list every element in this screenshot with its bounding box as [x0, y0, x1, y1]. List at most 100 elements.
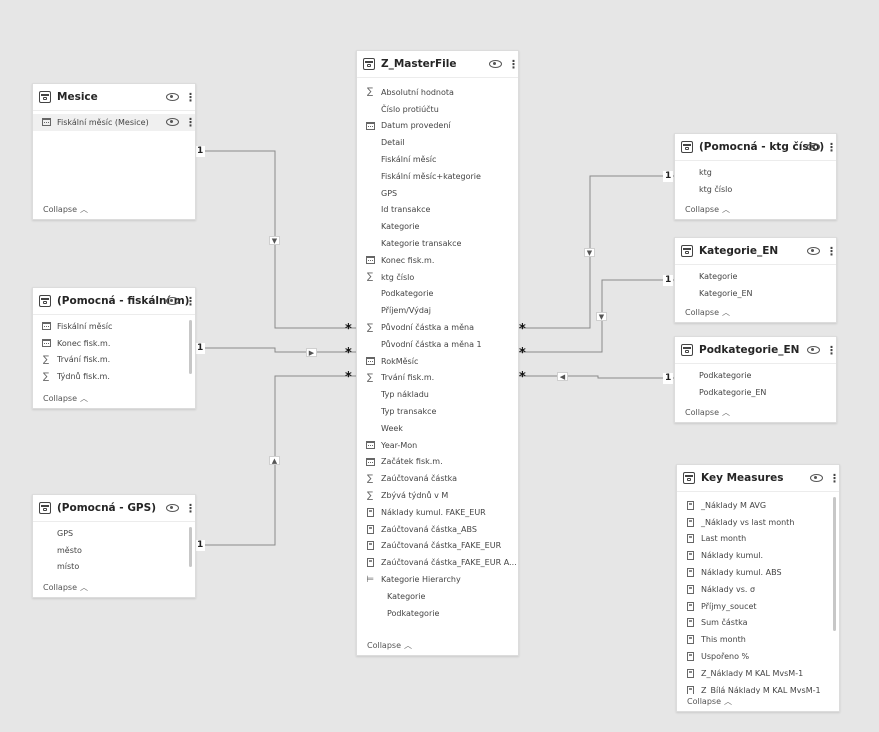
visibility-eye-icon[interactable] — [166, 504, 179, 512]
more-options-icon[interactable]: ⋮ — [185, 115, 195, 129]
visibility-eye-icon[interactable] — [166, 118, 179, 127]
more-options-icon[interactable]: ⋮ — [508, 57, 519, 71]
field-row[interactable]: Náklady vs. σ — [677, 581, 839, 598]
field-row[interactable]: ∑Zbývá týdnů v M — [357, 487, 518, 504]
field-row[interactable]: město — [33, 542, 195, 559]
field-row[interactable]: ∑Původní částka a měna — [357, 319, 518, 336]
filter-direction-down-icon[interactable]: ▼ — [584, 248, 595, 257]
field-row[interactable]: Z_Bílá Náklady M KAL MvsM-1 — [677, 682, 839, 694]
field-row[interactable]: ∑Trvání fisk.m. — [33, 352, 195, 369]
field-row[interactable]: Sum částka — [677, 615, 839, 632]
table-card-key-measures[interactable]: Key Measures ⋮ _Náklady M AVG_Náklady vs… — [676, 464, 840, 712]
field-row[interactable]: Fiskální měsíc (Mesice)⋮ — [33, 114, 195, 131]
more-options-icon[interactable]: ⋮ — [185, 294, 196, 308]
field-row[interactable]: Podkategorie — [357, 605, 518, 622]
field-row[interactable]: Kategorie_EN — [675, 285, 836, 302]
field-row[interactable]: _Náklady vs last month — [677, 514, 839, 531]
more-options-icon[interactable]: ⋮ — [826, 244, 837, 258]
scrollbar[interactable] — [833, 497, 836, 631]
field-row[interactable]: Fiskální měsíc — [33, 318, 195, 335]
table-header[interactable]: (Pomocná - ktg číslo) ⋮ — [675, 134, 837, 161]
visibility-eye-icon[interactable] — [807, 247, 820, 255]
table-header[interactable]: Podkategorie_EN ⋮ — [675, 337, 837, 364]
field-row[interactable]: Začátek fisk.m. — [357, 454, 518, 471]
field-row[interactable]: GPS — [357, 185, 518, 202]
scrollbar[interactable] — [189, 320, 192, 374]
field-row[interactable]: Podkategorie — [675, 367, 836, 384]
collapse-button[interactable]: Collapse︿ — [685, 407, 730, 418]
field-row[interactable]: ktg — [675, 164, 836, 181]
filter-direction-down-icon[interactable]: ▼ — [269, 236, 280, 245]
field-row[interactable]: GPS — [33, 525, 195, 542]
field-row[interactable]: Náklady kumul. ABS — [677, 564, 839, 581]
field-row[interactable]: Datum provedení — [357, 118, 518, 135]
collapse-button[interactable]: Collapse︿ — [687, 696, 732, 707]
table-header[interactable]: Mesice ⋮ — [33, 84, 196, 111]
field-row[interactable]: Podkategorie — [357, 286, 518, 303]
collapse-button[interactable]: Collapse︿ — [43, 582, 88, 593]
visibility-eye-icon[interactable] — [810, 474, 823, 482]
field-row[interactable]: Konec fisk.m. — [33, 335, 195, 352]
field-row[interactable]: Detail — [357, 134, 518, 151]
filter-direction-left-icon[interactable]: ◀ — [557, 372, 568, 381]
field-row[interactable]: Week — [357, 420, 518, 437]
field-row[interactable]: Kategorie — [357, 588, 518, 605]
filter-direction-down-icon[interactable]: ▼ — [596, 312, 607, 321]
field-row[interactable]: _Náklady M AVG — [677, 497, 839, 514]
field-row[interactable]: Číslo protiúčtu — [357, 101, 518, 118]
field-row[interactable]: Zaúčtovaná částka_FAKE_EUR A... — [357, 554, 518, 571]
collapse-button[interactable]: Collapse︿ — [685, 307, 730, 318]
more-options-icon[interactable]: ⋮ — [826, 140, 837, 154]
field-row[interactable]: ∑Zaúčtovaná částka — [357, 470, 518, 487]
field-row[interactable]: ⊨Kategorie Hierarchy — [357, 571, 518, 588]
field-row[interactable]: ∑Týdnů fisk.m. — [33, 368, 195, 385]
field-row[interactable]: Příjmy_soucet — [677, 598, 839, 615]
field-row[interactable]: Id transakce — [357, 202, 518, 219]
collapse-button[interactable]: Collapse︿ — [685, 204, 730, 215]
field-row[interactable]: Zaúčtovaná částka_ABS — [357, 521, 518, 538]
field-row[interactable]: Náklady kumul. — [677, 547, 839, 564]
visibility-eye-icon[interactable] — [166, 297, 179, 305]
filter-direction-right-icon[interactable]: ▶ — [306, 348, 317, 357]
scrollbar[interactable] — [189, 527, 192, 567]
field-row[interactable]: Fiskální měsíc — [357, 151, 518, 168]
field-row[interactable]: Typ transakce — [357, 403, 518, 420]
field-row[interactable]: Kategorie transakce — [357, 235, 518, 252]
collapse-button[interactable]: Collapse︿ — [43, 204, 88, 215]
filter-direction-up-icon[interactable]: ▲ — [269, 456, 280, 465]
more-options-icon[interactable]: ⋮ — [185, 90, 196, 104]
field-row[interactable]: Kategorie — [675, 268, 836, 285]
table-header[interactable]: Kategorie_EN ⋮ — [675, 238, 837, 265]
field-row[interactable]: Year-Mon — [357, 437, 518, 454]
field-row[interactable]: Konec fisk.m. — [357, 252, 518, 269]
field-row[interactable]: This month — [677, 631, 839, 648]
table-header[interactable]: Z_MasterFile ⋮ — [357, 51, 519, 78]
field-row[interactable]: Náklady kumul. FAKE_EUR — [357, 504, 518, 521]
field-row[interactable]: Kategorie — [357, 218, 518, 235]
table-header[interactable]: (Pomocná - fiskální m) ⋮ — [33, 288, 196, 315]
field-row[interactable]: Z_Náklady M KAL MvsM-1 — [677, 665, 839, 682]
field-row[interactable]: místo — [33, 559, 195, 576]
visibility-eye-icon[interactable] — [166, 93, 179, 101]
table-card-mesice[interactable]: Mesice ⋮ Fiskální měsíc (Mesice)⋮ Collap… — [32, 83, 196, 220]
field-row[interactable]: Původní částka a měna 1 — [357, 336, 518, 353]
table-header[interactable]: (Pomocná - GPS) ⋮ — [33, 495, 196, 522]
field-row[interactable]: Last month — [677, 531, 839, 548]
more-options-icon[interactable]: ⋮ — [829, 471, 840, 485]
field-row[interactable]: Zaúčtovaná částka_FAKE_EUR — [357, 538, 518, 555]
visibility-eye-icon[interactable] — [807, 346, 820, 354]
field-row[interactable]: RokMěsíc — [357, 353, 518, 370]
field-row[interactable]: ∑Trvání fisk.m. — [357, 370, 518, 387]
field-row[interactable]: Podkategorie_EN — [675, 384, 836, 401]
more-options-icon[interactable]: ⋮ — [185, 501, 196, 515]
visibility-eye-icon[interactable] — [807, 143, 820, 151]
field-row[interactable]: Příjem/Výdaj — [357, 302, 518, 319]
collapse-button[interactable]: Collapse︿ — [367, 640, 412, 651]
field-row[interactable]: ∑Absolutní hodnota — [357, 84, 518, 101]
